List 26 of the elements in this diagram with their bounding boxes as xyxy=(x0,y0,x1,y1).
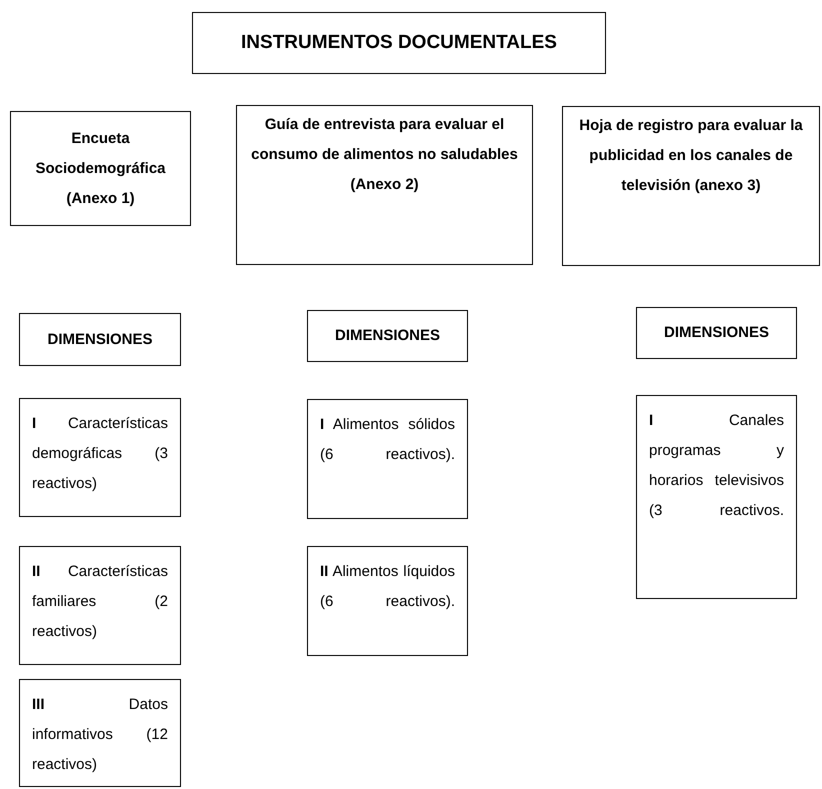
instrument-box xyxy=(236,105,533,265)
dimension-text: III Datos informativos (12 reactivos) xyxy=(32,695,168,775)
instrument-box xyxy=(562,106,820,266)
dimension-text: II Alimentos líquidos (6 reactivos). xyxy=(320,562,455,612)
dimension-box xyxy=(19,398,181,517)
box-label: DIMENSIONES xyxy=(46,330,154,350)
dimension-text: II Características familiares (2 reactivos) xyxy=(32,562,168,642)
dimension-box xyxy=(19,546,181,665)
box-label: DIMENSIONES xyxy=(662,323,770,343)
dimension-box xyxy=(636,395,797,599)
dimensions-box xyxy=(19,313,181,366)
dimensions-box xyxy=(307,310,468,362)
dimension-box xyxy=(19,679,181,787)
box-label: Guía de entrevista para evaluar el consumo de alimentos no saludables (Anexo 2) xyxy=(250,115,519,195)
box-label: Hoja de registro para evaluar la publicidad en los canales de televisión (anexo 3) xyxy=(578,116,804,196)
heading: INSTRUMENTOS DOCUMENTALES xyxy=(240,31,558,55)
dimension-box xyxy=(307,546,468,656)
dimension-text: I Canales programas y horarios televisivos (3 reactivos. xyxy=(649,411,784,521)
box-label: DIMENSIONES xyxy=(334,326,441,346)
title-box xyxy=(192,12,606,74)
dimension-text: I Alimentos sólidos (6 reactivos). xyxy=(320,415,455,465)
box-label: Encueta Sociodemográfica (Anexo 1) xyxy=(34,128,167,208)
instrument-box xyxy=(10,111,191,226)
dimension-box xyxy=(307,399,468,519)
dimension-text: I Características demográficas (3 reactivos) xyxy=(32,414,168,494)
dimensions-box xyxy=(636,307,797,359)
